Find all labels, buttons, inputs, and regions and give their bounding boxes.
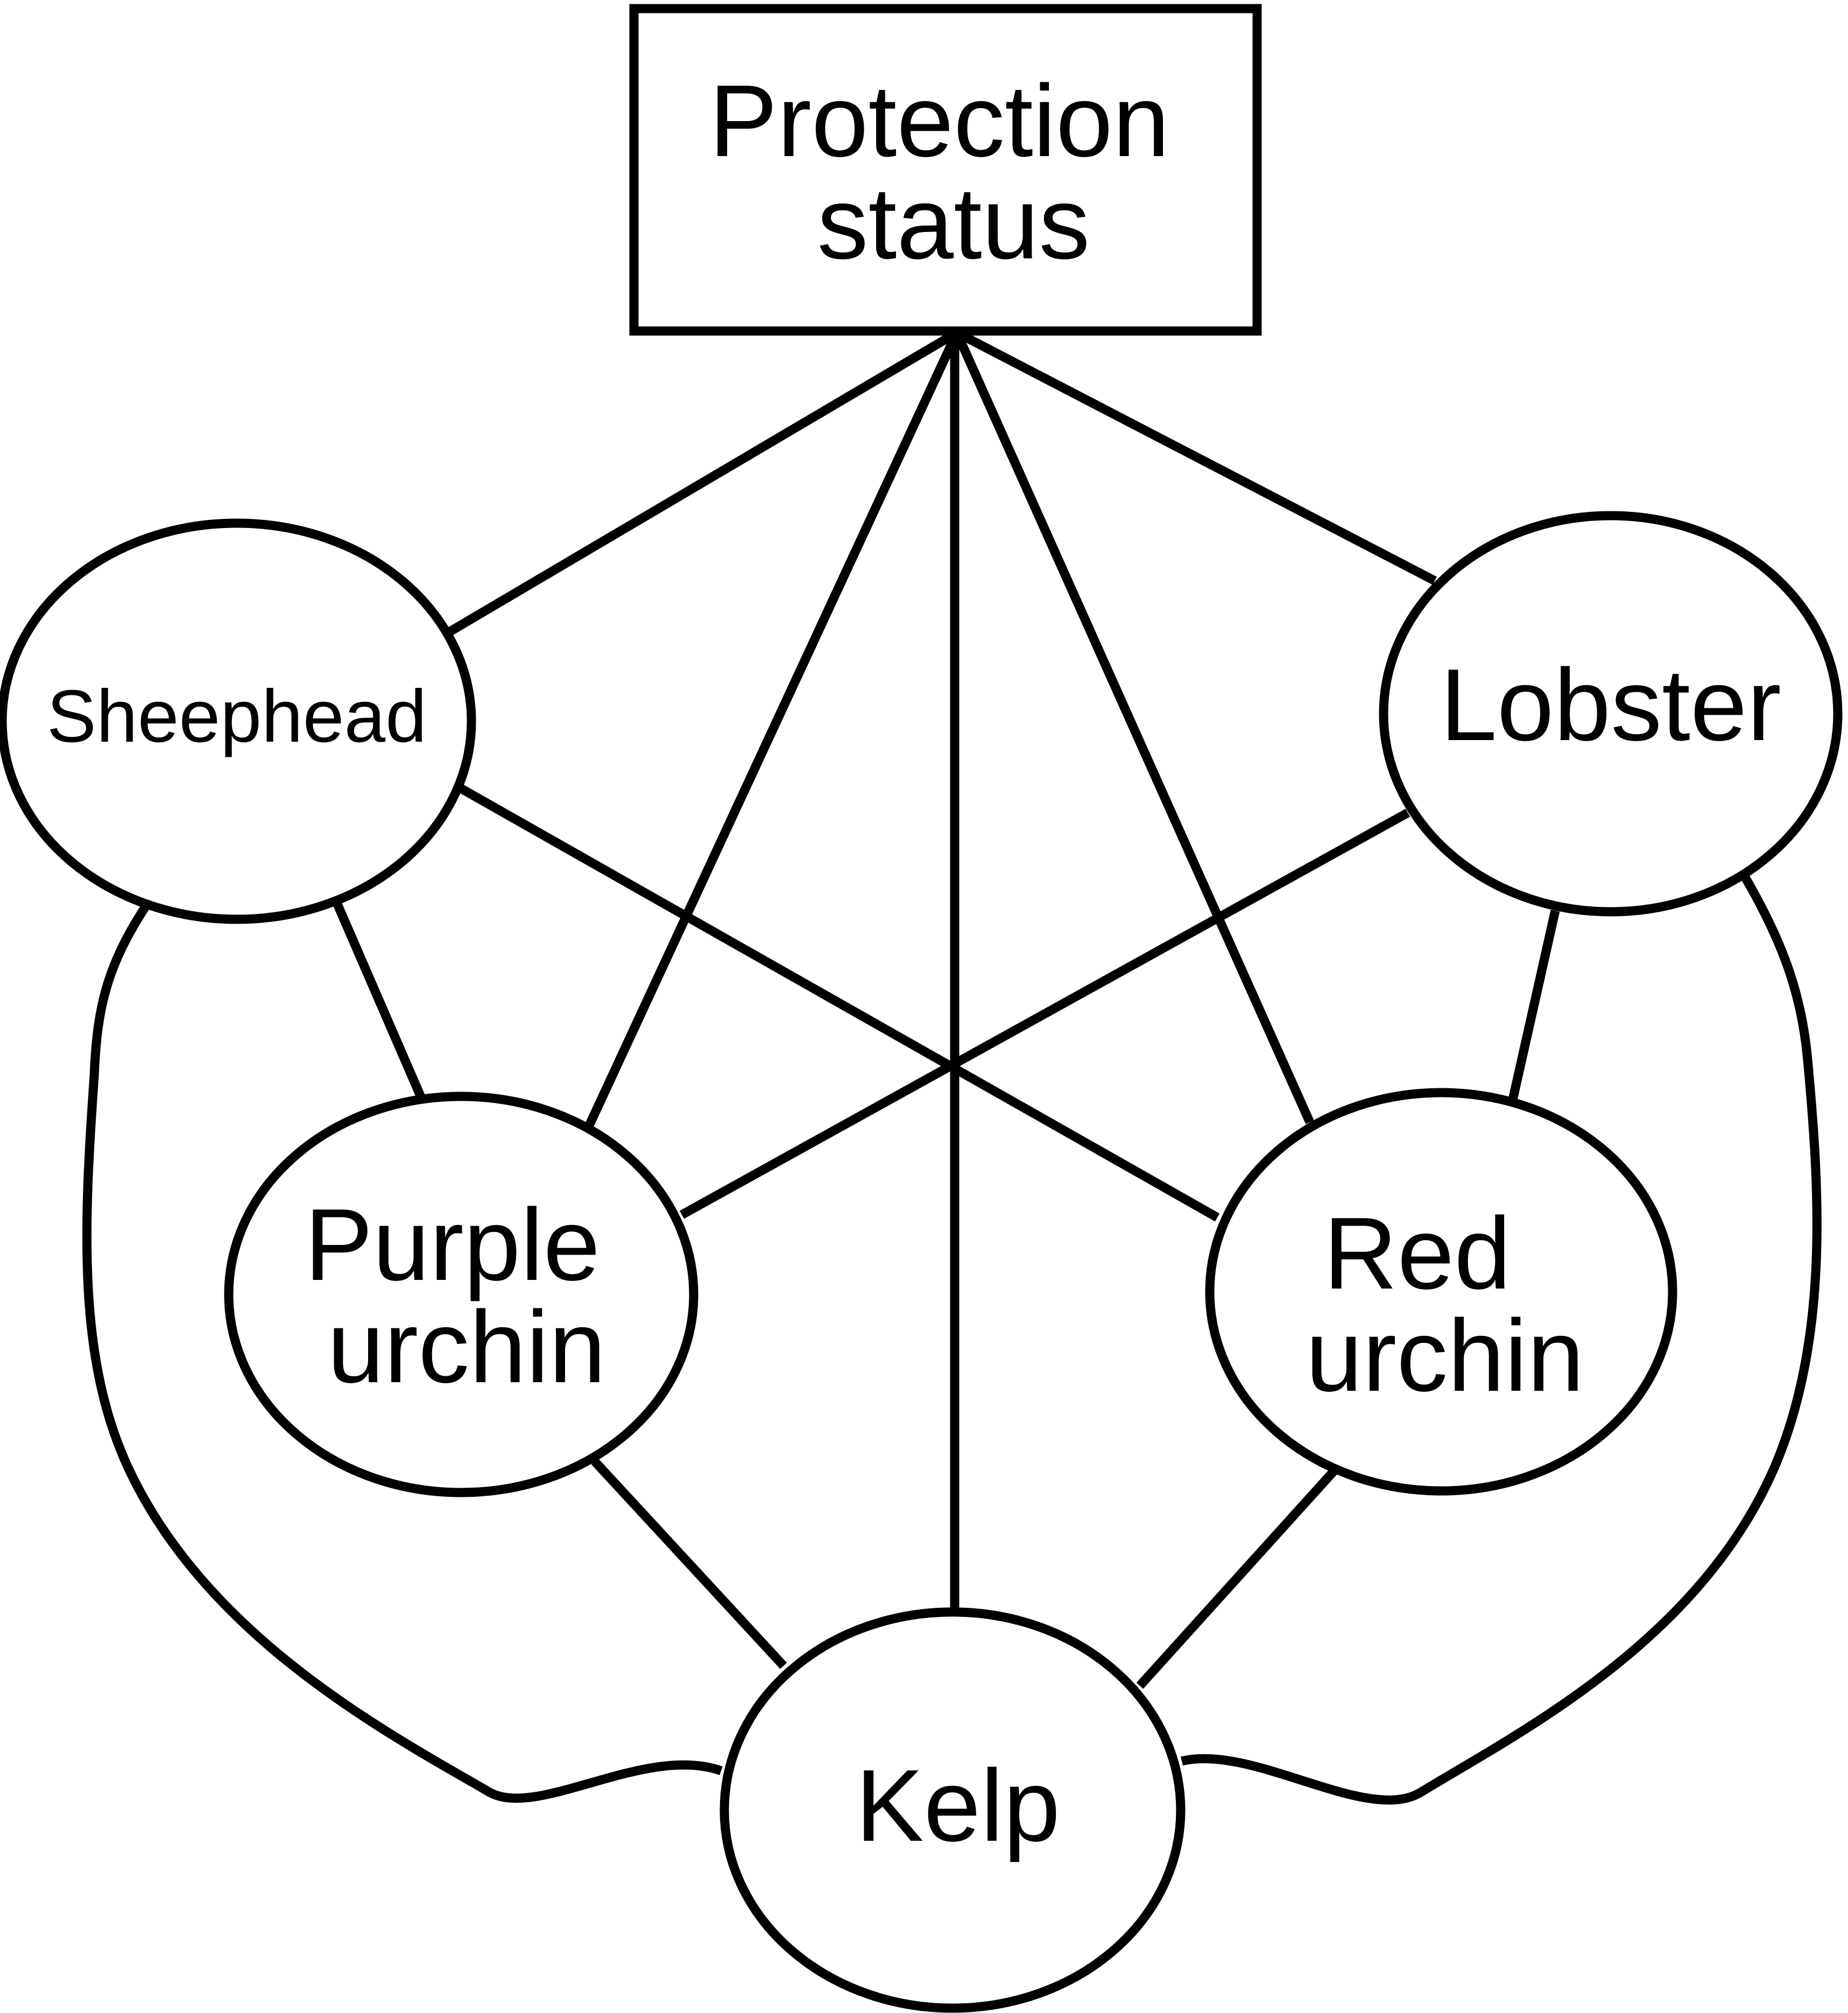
edge-protection-red-urchin [953, 330, 1314, 1124]
node-sheephead: Sheephead [0, 518, 476, 924]
sheephead-line-1: Sheephead [47, 675, 427, 758]
red-urchin-line-1: Red [1323, 1196, 1511, 1311]
lobster-line-1: Lobster [1440, 648, 1781, 762]
node-kelp-label: Kelp [856, 1749, 1060, 1863]
node-purple-urchin: Purple urchin [224, 1092, 699, 1497]
kelp-line-1: Kelp [856, 1749, 1060, 1863]
edge-sheephead-purple-urchin [333, 902, 426, 1100]
protection-status-line-1: Protection [709, 64, 1169, 178]
protection-status-line-2: status [817, 166, 1090, 280]
red-urchin-line-2: urchin [1306, 1299, 1584, 1413]
edge-sheephead-red-urchin [457, 784, 1220, 1222]
edge-sheephead-kelp [82, 904, 723, 1803]
edge-red-urchin-kelp [1136, 1458, 1346, 1689]
node-sheephead-shape [0, 518, 476, 924]
edge-protection-lobster [955, 328, 1437, 585]
node-lobster-label: Lobster [1440, 648, 1781, 762]
node-purple-urchin-shape [224, 1092, 699, 1497]
node-protection-status: Protection status [629, 4, 1262, 336]
node-purple-urchin-label: Purple urchin [305, 1188, 629, 1404]
edge-purple-urchin-kelp [591, 1458, 787, 1669]
edge-lobster-kelp [1181, 869, 1822, 1805]
node-kelp: Kelp [720, 1607, 1186, 2013]
edge-protection-sheephead [444, 328, 960, 638]
node-red-urchin-label: Red urchin [1306, 1196, 1584, 1413]
purple-urchin-line-2: urchin [327, 1290, 606, 1404]
edge-lobster-red-urchin [1508, 910, 1560, 1101]
node-protection-status-label: Protection status [709, 64, 1198, 280]
purple-urchin-line-1: Purple [305, 1188, 600, 1302]
node-red-urchin: Red urchin [1205, 1088, 1677, 1496]
node-lobster: Lobster [1379, 511, 1843, 917]
edge-protection-purple-urchin [584, 330, 961, 1130]
node-lobster-shape [1379, 511, 1843, 917]
node-sheephead-label: Sheephead [47, 675, 427, 758]
edges [82, 328, 1822, 1805]
node-red-urchin-shape [1205, 1088, 1677, 1496]
node-protection-status-box [629, 4, 1262, 336]
edge-lobster-purple-urchin [679, 808, 1410, 1219]
node-kelp-shape [720, 1607, 1186, 2013]
